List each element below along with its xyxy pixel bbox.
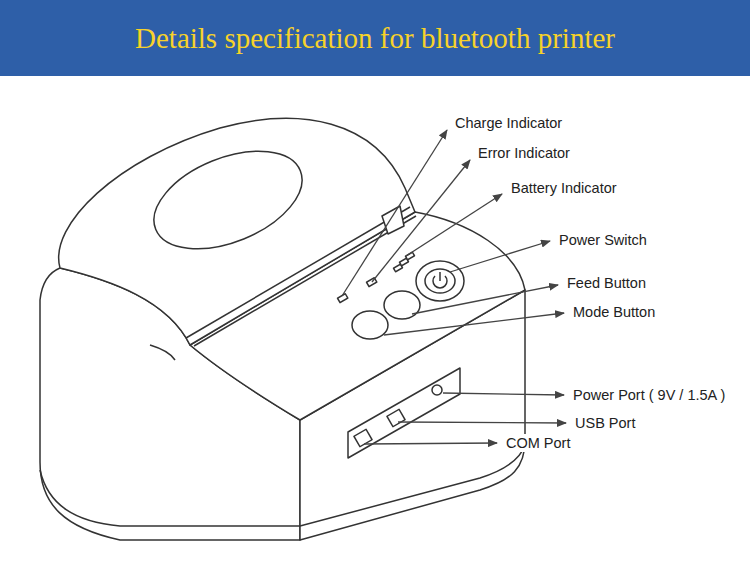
callout-label: Mode Button xyxy=(572,303,656,321)
leader-lines xyxy=(342,130,566,444)
title-band: Details specification for bluetooth prin… xyxy=(0,0,750,76)
callout-label: USB Port xyxy=(574,414,636,432)
callout-label: Error Indicator xyxy=(477,144,571,162)
callout-label: Charge Indicator xyxy=(454,114,563,132)
callout-label: Feed Button xyxy=(566,274,647,292)
title-text: Details specification for bluetooth prin… xyxy=(135,22,615,55)
callout-label: Battery Indicator xyxy=(510,179,618,197)
callout-label: COM Port xyxy=(505,434,571,452)
callout-label: Power Switch xyxy=(558,231,648,249)
callout-label: Power Port ( 9V / 1.5A ) xyxy=(572,386,726,404)
